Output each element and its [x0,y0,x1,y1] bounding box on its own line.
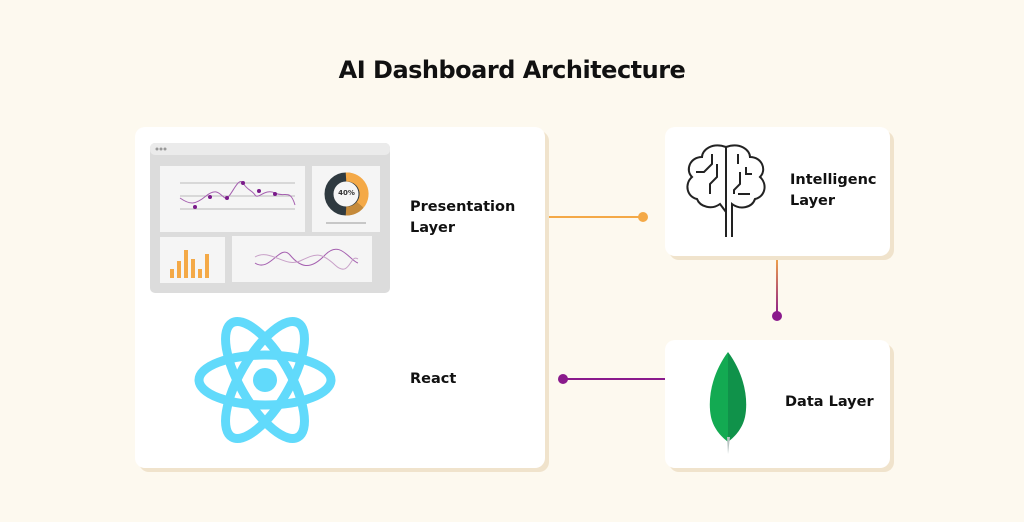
react-label: React [410,371,457,387]
dashboard-mockup-icon [150,143,390,293]
mongodb-leaf-icon [709,352,747,454]
connector-dot [558,374,568,384]
intelligence-to-data-line [776,256,778,316]
react-logo-icon [194,316,336,444]
connector-dot [772,311,782,321]
donut-value: 40% [338,189,355,197]
brain-circuit-icon [686,144,766,237]
data-layer-card: Data Layer [665,340,890,468]
intelligence-layer-card: Intelligenc Layer [665,127,890,256]
connector-dot [638,212,648,222]
data-layer-label: Data Layer [785,394,874,410]
intelligence-layer-label: Intelligenc Layer [790,172,877,209]
presentation-layer-label: Presentation Layer [410,199,516,236]
presentation-react-card: Presentation Layer 40% React [135,127,545,468]
diagram-title: AI Dashboard Architecture [338,56,686,84]
